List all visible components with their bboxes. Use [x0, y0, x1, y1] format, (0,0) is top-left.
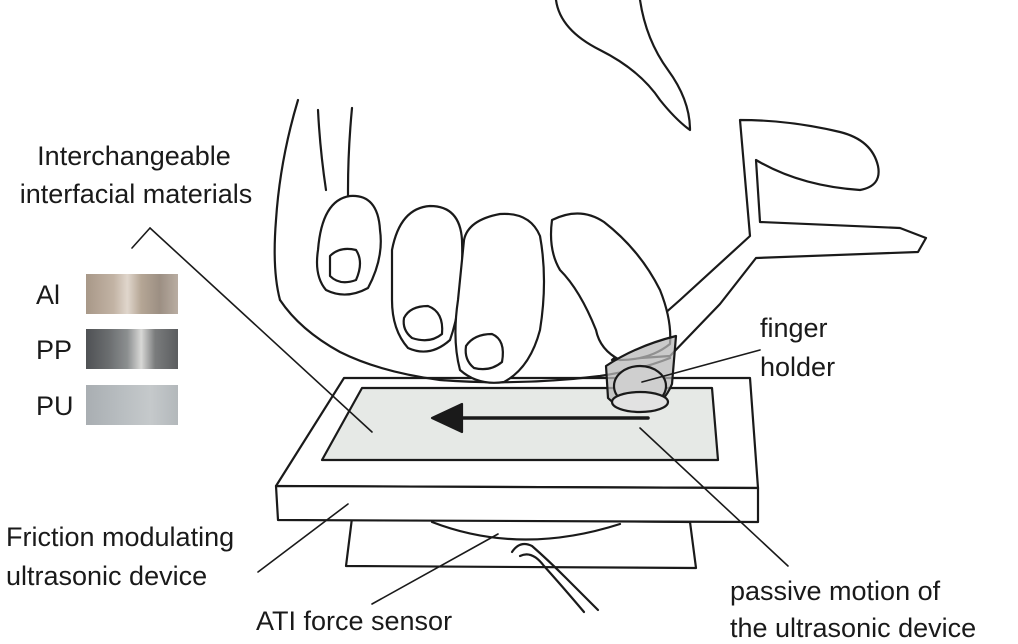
friction-device-label-line2: ultrasonic device	[6, 561, 208, 591]
pp-label: PP	[36, 335, 73, 365]
pu-label: PU	[36, 391, 74, 421]
passive-motion-label-line1: passive motion of	[730, 576, 941, 606]
leader-lines	[131, 227, 789, 605]
materials-label-line2: interfacial materials	[19, 179, 253, 209]
passive-motion-label-line2: the ultrasonic device	[730, 613, 977, 643]
materials-label-line1: Interchangeable	[37, 141, 231, 171]
ultrasonic-plate	[274, 376, 760, 524]
motion-arrow	[430, 402, 650, 434]
al-label: Al	[36, 280, 61, 310]
friction-device-label-line1: Friction modulating	[6, 522, 235, 552]
finger-holder-label-line2: holder	[760, 352, 836, 382]
sensor-cable	[510, 542, 600, 612]
hand-drawing	[273, 0, 928, 384]
finger-holder	[604, 334, 678, 414]
force-sensor-label: ATI force sensor	[256, 606, 453, 636]
pu-material-swatch	[86, 385, 178, 425]
force-sensor	[344, 516, 698, 570]
al-material-swatch	[86, 274, 178, 314]
pp-material-swatch	[86, 329, 178, 369]
finger-holder-label-line1: finger	[760, 313, 828, 343]
